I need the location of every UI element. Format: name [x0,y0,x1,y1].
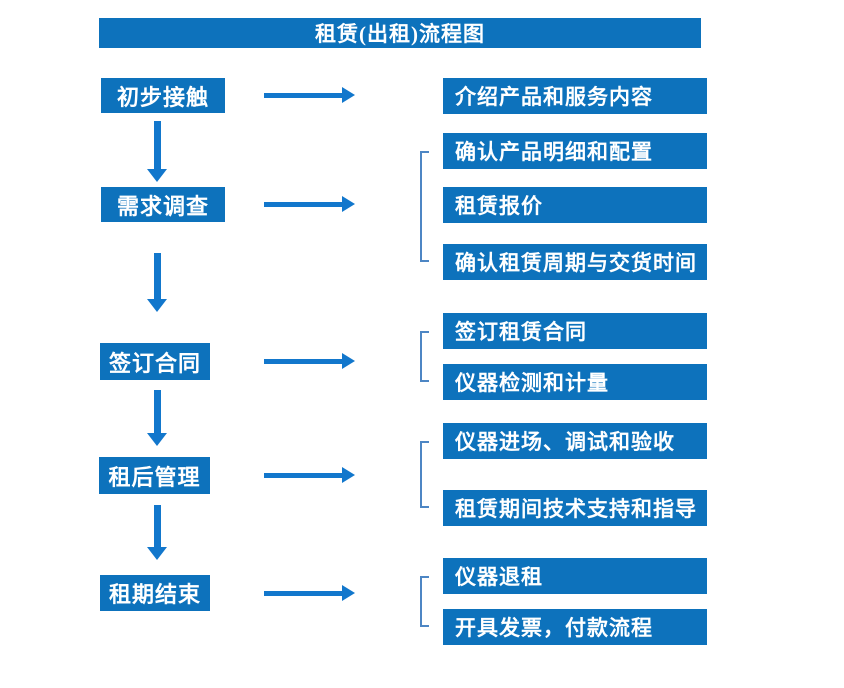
arrow-head [147,433,167,446]
arrow-head [147,299,167,312]
group-bracket [420,576,429,627]
arrow-shaft [264,201,343,207]
arrow-right-icon [264,585,355,601]
detail-box: 确认产品明细和配置 [443,133,707,169]
detail-box: 仪器退租 [443,558,707,594]
step-box: 签订合同 [100,343,210,380]
detail-box: 仪器检测和计量 [443,364,707,400]
arrow-down-icon [147,121,167,182]
arrow-down-icon [147,505,167,560]
detail-box: 介绍产品和服务内容 [443,78,707,114]
arrow-head [342,467,355,483]
group-bracket [420,441,429,508]
arrow-shaft [153,505,161,549]
detail-box: 租赁期间技术支持和指导 [443,490,707,526]
arrow-head [147,169,167,182]
detail-box: 确认租赁周期与交货时间 [443,244,707,280]
arrow-down-icon [147,390,167,446]
group-bracket [420,331,429,382]
arrow-right-icon [264,467,355,483]
step-box: 初步接触 [101,78,225,113]
arrow-shaft [264,358,343,364]
group-bracket [420,151,429,262]
step-box: 租期结束 [100,575,210,611]
step-box: 租后管理 [99,457,210,494]
arrow-head [342,585,355,601]
detail-box: 签订租赁合同 [443,313,707,349]
arrow-head [342,87,355,103]
detail-box: 租赁报价 [443,187,707,223]
arrow-shaft [264,92,343,98]
detail-box: 开具发票，付款流程 [443,609,707,645]
arrow-head [147,547,167,560]
arrow-right-icon [264,353,355,369]
arrow-down-icon [147,253,167,312]
arrow-shaft [153,121,161,171]
arrow-shaft [264,590,343,596]
arrow-right-icon [264,196,355,212]
arrow-head [342,353,355,369]
step-box: 需求调查 [101,187,225,222]
flowchart-title: 租赁(出租)流程图 [99,18,701,48]
detail-box: 仪器进场、调试和验收 [443,423,707,459]
arrow-shaft [153,390,161,435]
arrow-shaft [264,472,343,478]
arrow-right-icon [264,87,355,103]
arrow-shaft [153,253,161,301]
arrow-head [342,196,355,212]
